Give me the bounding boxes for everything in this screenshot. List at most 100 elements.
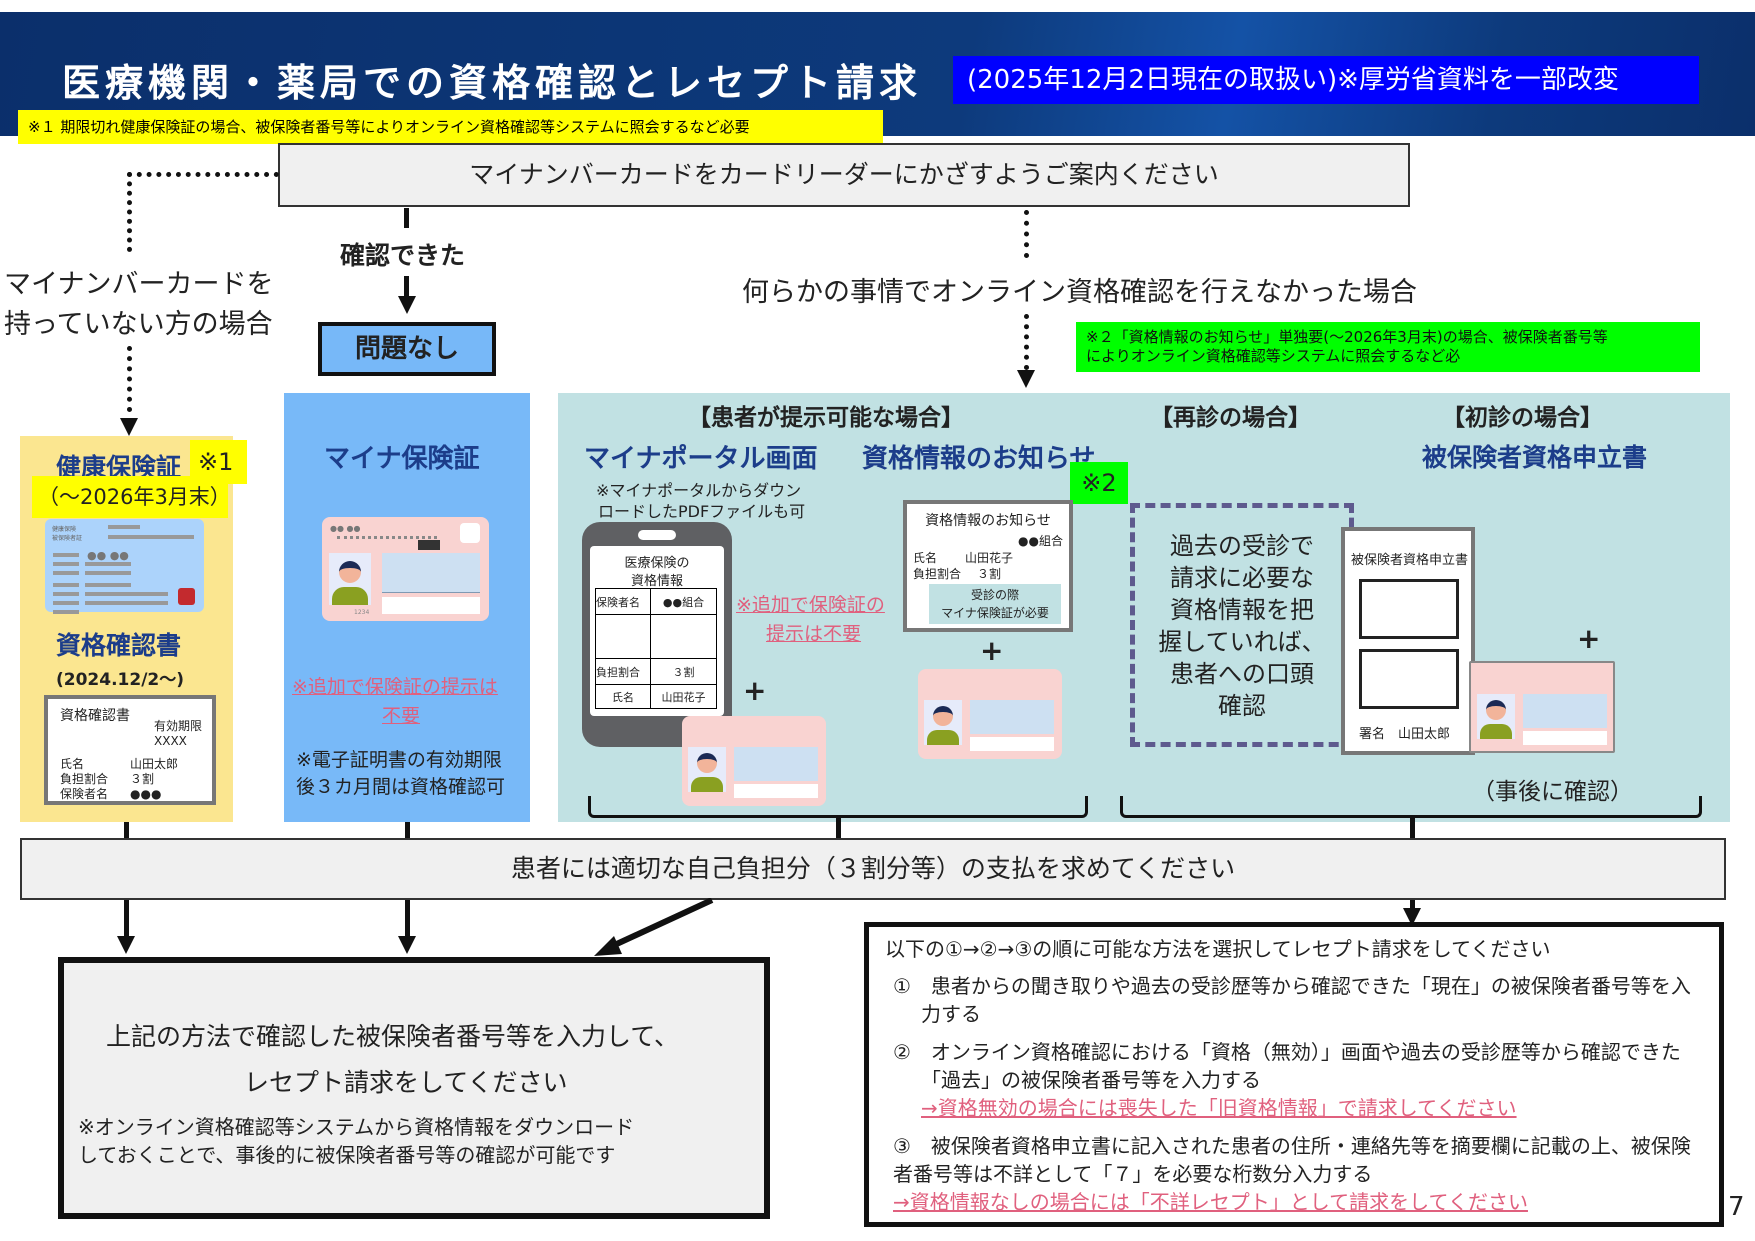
cert-title: 資格確認書: [56, 631, 182, 660]
confirmed-label: 確認できた: [340, 241, 466, 270]
phone-row: [595, 614, 717, 659]
doc-title: 資格確認書: [60, 708, 130, 724]
arrow-down-icon: [117, 936, 135, 954]
brace-left: [588, 796, 1088, 818]
notice-banner: 受診の際 マイナ保険証が必要: [929, 584, 1061, 624]
form-field: [1359, 579, 1459, 639]
doc-title: 資格情報のお知らせ: [925, 513, 1051, 529]
claim-note-2: しておくことで、事後的に被保険者番号等の確認が可能です: [78, 1143, 616, 1167]
doc-expiry-label: 有効期限: [154, 719, 203, 733]
myna-title: マイナ保険証: [324, 444, 480, 474]
doc-signature: 署名 山田太郎: [1359, 727, 1451, 742]
page-title: 医療機関・薬局での資格確認とレセプト請求: [62, 61, 923, 105]
plus-icon: +: [1577, 622, 1601, 655]
arrow-down-icon: [120, 418, 138, 436]
note-2: ※２「資格情報のお知らせ」単独要(～2026年3月末)の場合、被保険者番号等 に…: [1076, 322, 1700, 372]
myna-card-illustration: [1469, 661, 1615, 753]
dotted-connector: [1024, 314, 1029, 370]
myna-note-pink-1[interactable]: ※追加で保険証の提示は: [292, 676, 498, 698]
diagonal-arrow: [594, 898, 714, 956]
portal-pink-2[interactable]: 提示は不要: [766, 623, 862, 645]
face-photo: [329, 553, 371, 605]
card-text: 被保険者証: [52, 535, 83, 542]
no-card-label-2: 持っていない方の場合: [4, 309, 273, 340]
health-card-period: （～2026年3月末）: [32, 476, 231, 518]
card-text: 健康保険: [52, 526, 77, 533]
myna-note-1: ※電子証明書の有効期限: [296, 749, 502, 771]
phone-row: 氏名山田花子: [595, 684, 717, 709]
claim-line-1: 上記の方法で確認した被保険者番号等を入力して、: [106, 1022, 680, 1051]
myna-note-2: 後３カ月間は資格確認可: [296, 776, 506, 798]
section-first: 【初診の場合】: [1442, 405, 1603, 431]
notice-title: 資格情報のお知らせ: [862, 444, 1096, 474]
after-confirmation: （事後に確認）: [1472, 779, 1633, 805]
portal-note-2: ロードしたPDFファイルも可: [598, 502, 806, 521]
options-heading: 以下の①→②→③の順に可能な方法を選択してレセプト請求をしてください: [885, 937, 1551, 961]
ok-box: 問題なし: [318, 322, 496, 376]
connector: [1410, 900, 1415, 910]
claim-instruction-box: 上記の方法で確認した被保険者番号等を入力して、 レセプト請求をしてください ※オ…: [58, 957, 770, 1219]
phone-title: 資格情報: [630, 574, 683, 589]
no-card-label-1: マイナンバーカードを: [4, 269, 274, 300]
health-card-illustration: 健康保険 被保険者証 ●● ●●: [45, 519, 204, 612]
qr-icon: [460, 523, 480, 543]
failed-label: 何らかの事情でオンライン資格確認を行えなかった場合: [742, 277, 1417, 308]
arrow-down-icon: [398, 936, 416, 954]
dotted-connector: [127, 172, 279, 177]
plus-icon: +: [743, 674, 767, 707]
connector: [836, 818, 841, 838]
option-item-2: ② オンライン資格確認における「資格（無効）」画面や過去の受診歴等から確認できた…: [893, 1038, 1695, 1122]
note-2-mark: ※2: [1070, 462, 1128, 504]
note-1: ※１ 期限切れ健康保険証の場合、被保険者番号等によりオンライン資格確認等システム…: [18, 110, 883, 144]
section-present: 【患者が提示可能な場合】: [688, 405, 964, 431]
doc-union: ●●組合: [1018, 534, 1063, 548]
portal-pink-1[interactable]: ※追加で保険証の: [736, 594, 885, 616]
revisit-box: 過去の受診で 請求に必要な 資格情報を把 握していれば、 患者への口頭 確認: [1130, 503, 1354, 747]
subtitle-badge: (2025年12月2日現在の取扱い)※厚労省資料を一部改変: [953, 56, 1699, 104]
first-visit-title: 被保険者資格申立書: [1422, 443, 1648, 472]
claim-options-box: 以下の①→②→③の順に可能な方法を選択してレセプト請求をしてください ① 患者か…: [864, 922, 1724, 1227]
brace-right: [1120, 796, 1702, 818]
doc-row: 保険者名●●●: [60, 787, 162, 801]
dotted-connector: [127, 172, 132, 252]
arrow-down-icon: [1017, 370, 1035, 388]
myna-note-pink-2[interactable]: 不要: [382, 705, 421, 727]
connector: [405, 822, 410, 838]
phone-row: 保険者名●●組合: [595, 588, 717, 615]
option-2-note[interactable]: →資格無効の場合には喪失した「旧資格情報」で請求してください: [921, 1096, 1517, 1120]
option-3-note[interactable]: →資格情報なしの場合には「不詳レセプト」として請求をしてください: [893, 1190, 1528, 1214]
cert-period: (2024.12/2～): [56, 670, 185, 690]
portal-title: マイナポータル画面: [584, 444, 818, 474]
doc-title: 被保険者資格申立書: [1351, 553, 1469, 568]
portal-note-1: ※マイナポータルからダウン: [596, 481, 802, 500]
note-2-line-1: ※２「資格情報のお知らせ」単独要(～2026年3月末)の場合、被保険者番号等: [1086, 328, 1608, 346]
doc-expiry-value: XXXX: [154, 734, 187, 748]
payment-instruction-box: 患者には適切な自己負担分（３割分等）の支払を求めてください: [20, 838, 1726, 900]
connector: [124, 900, 129, 938]
card-number: 1234: [354, 609, 370, 616]
note-2-line-2: によりオンライン資格確認等システムに照会するなど必: [1086, 347, 1461, 365]
connector: [404, 208, 409, 228]
claim-line-2: レセプト請求をしてください: [244, 1068, 568, 1097]
dotted-connector: [1024, 210, 1029, 258]
form-field: [1359, 649, 1459, 709]
section-revisit: 【再診の場合】: [1150, 405, 1311, 431]
myna-card-illustration: [682, 716, 826, 806]
chip-icon: [178, 588, 195, 605]
option-item-1: ① 患者からの聞き取りや過去の受診歴等から確認できた「現在」の被保険者番号等を入…: [893, 974, 1691, 1026]
top-instruction-box: マイナンバーカードをカードリーダーにかざすようご案内ください: [278, 143, 1410, 207]
connector: [124, 822, 129, 838]
connector: [405, 900, 410, 938]
plus-icon: +: [980, 634, 1004, 667]
arrow-down-icon: [398, 296, 416, 314]
myna-card-illustration: [918, 669, 1062, 759]
option-item-3: ③ 被保険者資格申立書に記入された患者の住所・連絡先等を摘要欄に記載の上、被保険…: [893, 1132, 1695, 1216]
doc-row: 氏名山田太郎: [60, 757, 179, 771]
myna-card-illustration: ●● ●● 1234: [322, 517, 489, 621]
